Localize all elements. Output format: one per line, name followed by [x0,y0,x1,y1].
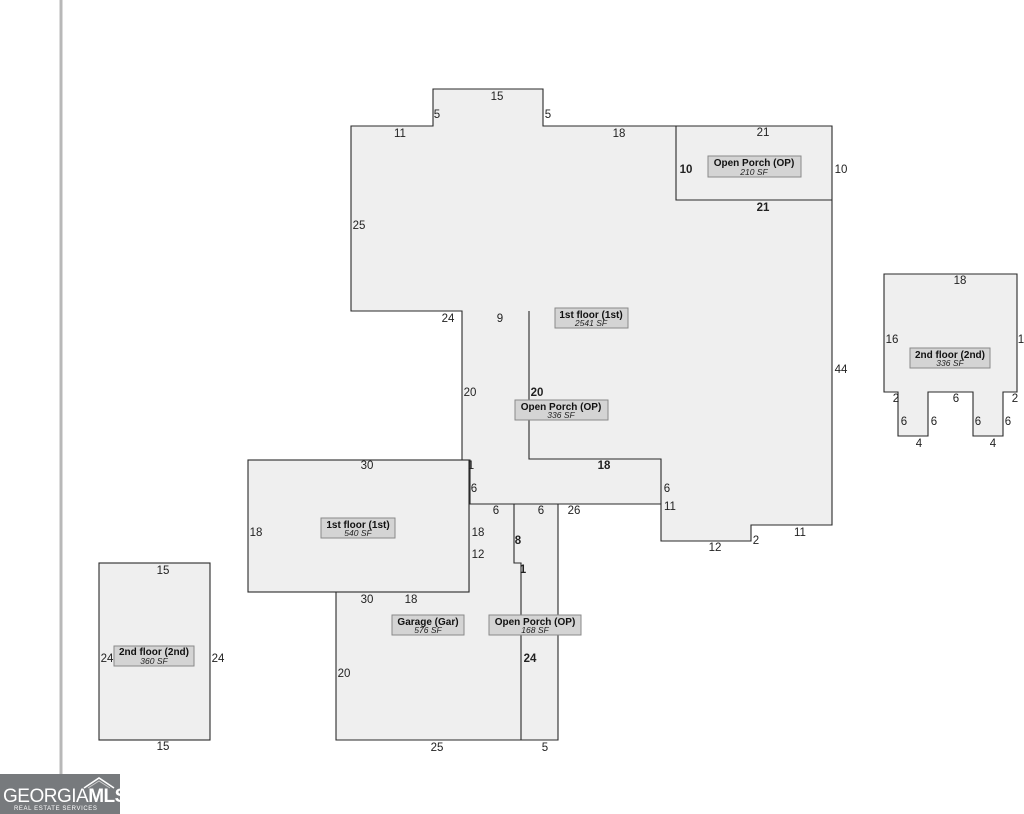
area-label-second-right: 2nd floor (2nd) 336 SF [909,347,991,369]
svg-text:168 SF: 168 SF [521,625,549,635]
first-floor-small-outline [247,459,470,593]
dimension-label: 20 [531,387,544,399]
dimension-label: 8 [515,535,522,547]
dimension-label: 21 [757,202,770,214]
svg-text:1st floor (1st): 1st floor (1st) [326,520,389,531]
area-label-porch-low: Open Porch (OP) 168 SF [488,614,582,636]
svg-text:576 SF: 576 SF [414,625,442,635]
area-label-garage: Garage (Gar) 576 SF [391,614,465,636]
svg-text:1st floor (1st): 1st floor (1st) [559,310,622,321]
svg-text:336 SF: 336 SF [936,358,964,368]
dimension-label: 26 [568,505,581,517]
dimension-label: 44 [835,364,848,376]
dimension-label: 15 [157,565,170,577]
dimension-label: 30 [361,460,374,472]
dimension-label: 24 [524,653,537,665]
dimension-label: 12 [709,542,722,554]
dimension-label: 6 [471,483,477,495]
porch-top-outline [675,126,832,201]
dimension-label: 25 [353,220,366,232]
svg-text:360 SF: 360 SF [140,656,168,666]
dimension-label: 2 [1012,393,1018,405]
dimension-label: 6 [664,483,670,495]
svg-text:Open Porch (OP): Open Porch (OP) [714,158,795,169]
dimension-label: 18 [613,128,626,140]
dimension-label: 6 [901,416,907,428]
area-label-second-left: 2nd floor (2nd) 360 SF [113,645,195,667]
logo-tagline: REAL ESTATE SERVICES [14,806,98,812]
area-label-first-small: 1st floor (1st) 540 SF [320,517,396,539]
svg-text:Open Porch (OP): Open Porch (OP) [521,402,602,413]
svg-text:336 SF: 336 SF [547,410,575,420]
porch-low-outline [513,504,522,740]
logo-wordmark: GEORGIAMLS [3,786,120,808]
dimension-label: 4 [916,438,923,450]
dimension-label: 6 [931,416,937,428]
dimension-label: 18 [472,527,485,539]
dimension-label: 15 [157,741,170,753]
porch-mid-outline [528,311,662,504]
georgia-mls-logo: GEORGIAMLS REAL ESTATE SERVICES [0,774,120,814]
svg-text:Open Porch (OP): Open Porch (OP) [495,617,576,628]
svg-text:2nd floor (2nd): 2nd floor (2nd) [915,350,985,361]
dimension-label: 21 [757,127,770,139]
dimension-label: 6 [1005,416,1011,428]
dimension-label: 1 [468,460,474,472]
dimension-label: 11 [394,128,406,140]
dimension-label: 24 [212,653,225,665]
dimension-label: 11 [664,501,676,513]
dimension-label: 18 [598,460,611,472]
dimension-label: 5 [542,742,548,754]
dimension-label: 11 [794,527,806,539]
house-roof-icon [83,777,115,789]
dimension-label: 6 [538,505,544,517]
dimension-label: 12 [472,549,485,561]
dimension-label: 24 [101,653,114,665]
area-label-first-main: 1st floor (1st) 2541 SF [554,307,629,329]
svg-text:210 SF: 210 SF [739,167,768,177]
dimension-label: 2 [753,535,759,547]
dimension-label: 20 [464,387,477,399]
dimension-label: 6 [493,505,499,517]
dimension-label: 1 [1018,334,1024,346]
dimension-label: 25 [431,742,444,754]
dimension-label: 20 [338,668,351,680]
dimension-label: 10 [835,164,848,176]
dimension-label: 18 [954,275,967,287]
dimension-label: 24 [442,313,455,325]
dimension-label: 6 [953,393,959,405]
area-label-porch-mid: Open Porch (OP) 336 SF [514,399,609,421]
dimension-label: 16 [886,334,899,346]
dimension-label: 10 [680,164,693,176]
dimension-label: 5 [545,109,551,121]
logo-text-accent: MLS [88,786,120,807]
svg-text:2541 SF: 2541 SF [574,318,608,328]
svg-text:Garage (Gar): Garage (Gar) [397,617,458,628]
dimension-label: 2 [893,393,899,405]
dimension-label: 18 [250,527,263,539]
area-label-porch-top: Open Porch (OP) 210 SF [707,155,802,178]
dimension-label: 18 [405,594,418,606]
svg-text:2nd floor (2nd): 2nd floor (2nd) [119,647,189,658]
dimension-label: 30 [361,594,374,606]
dimension-label: 1 [520,564,527,576]
logo-text-main: GEORGIA [3,786,89,807]
dimension-label: 15 [491,91,504,103]
dimension-label: 4 [990,438,997,450]
svg-text:540 SF: 540 SF [344,528,372,538]
dimension-label: 9 [497,313,503,325]
dimension-label: 5 [434,109,440,121]
dimension-label: 6 [975,416,981,428]
